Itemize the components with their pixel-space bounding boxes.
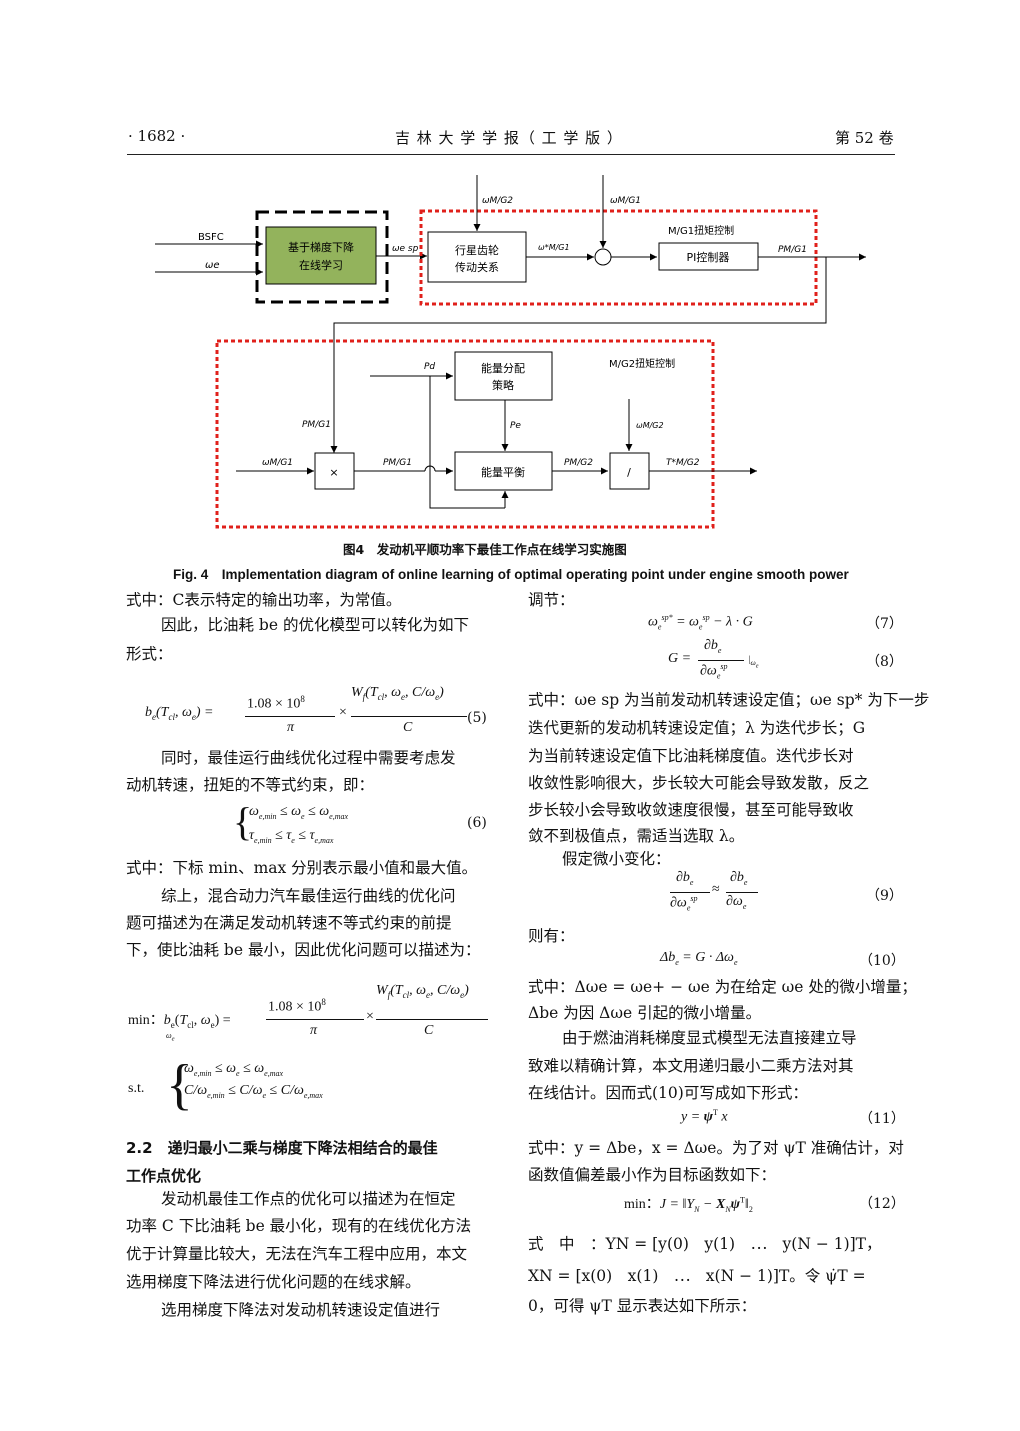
eq10-number: （10） <box>859 953 905 969</box>
page-number: · 1682 · <box>128 127 186 145</box>
alloc-label-2: 策略 <box>492 378 514 392</box>
left-para-3a: 同时，最佳运行曲线优化过程中需要考虑发 <box>161 749 456 767</box>
right-para-8a: 式 中 ：YN = [y(0) y(1) ⋯ y(N − 1)]T， <box>528 1235 882 1253</box>
signal-pmg1-a: PM/G1 <box>302 420 331 430</box>
eq6-number: (6) <box>467 815 487 831</box>
right-para-2a: 式中：ωe sp 为当前发动机转速设定值；ωe sp* 为下一步 <box>528 691 930 709</box>
right-para-4: 则有： <box>528 927 575 945</box>
right-para-2f: 敛不到极值点，需适当选取 λ。 <box>528 827 745 845</box>
left-para-6a: 发动机最佳工作点的优化可以描述为在恒定 <box>161 1190 456 1208</box>
left-para-5c: 下，使比油耗 be 最小，因此优化问题可以描述为： <box>126 941 481 959</box>
right-para-8b: XN = [x(0) x(1) ⋯ x(N − 1)]T。令 ψ̇T = <box>528 1267 866 1285</box>
eq12-number: （12） <box>859 1196 905 1212</box>
right-para-5b: Δbe 为因 Δωe 引起的微小增量。 <box>528 1004 762 1022</box>
figure-caption-en: Fig. 4 Implementation diagram of online … <box>173 567 849 582</box>
input-we-label: ωe <box>205 260 220 271</box>
right-para-6b: 致难以精确计算，本文用递归最小二乘方法对其 <box>528 1057 854 1075</box>
signal-pmg1-out: PM/G1 <box>778 245 807 255</box>
section-heading-b: 工作点优化 <box>126 1167 202 1185</box>
equation-9: ∂be ∂ωesp ≈ ∂be ∂ωe <box>668 870 768 920</box>
divide-block <box>609 452 650 490</box>
equation-11: y = ψT x <box>681 1108 728 1125</box>
right-para-2b: 迭代更新的发动机转速设定值；λ 为迭代步长；G <box>528 719 866 737</box>
optimization-equation: min：be(Tcl, ωe) = ωe 1.08 × 108 π × Wf(T… <box>128 965 498 1125</box>
mg2-red-box <box>215 339 715 529</box>
signal-wmg1-ref: ω*M/G1 <box>538 243 570 252</box>
left-para-5a: 综上，混合动力汽车最佳运行曲线的优化问 <box>161 887 456 905</box>
input-bsfc-label: BSFC <box>198 232 224 243</box>
eq11-number: （11） <box>859 1111 905 1127</box>
equation-5: be(Tcl, ωe) = 1.08 × 108 π × Wf(Tcl, ωe,… <box>145 672 475 742</box>
alloc-label-1: 能量分配 <box>481 361 525 375</box>
signal-wmg1-in: ωM/G1 <box>262 458 293 468</box>
online-learning-dashed-box <box>255 210 389 304</box>
left-para-2a: 因此，比油耗 be 的优化模型可以转化为如下 <box>161 616 469 634</box>
right-para-1: 调节： <box>528 591 575 609</box>
volume-label: 第 52 卷 <box>835 129 894 147</box>
left-para-7: 选用梯度下降法对发动机转速设定值进行 <box>161 1301 441 1319</box>
equation-10: Δbe = G · Δωe <box>660 950 738 967</box>
left-para-5b: 题可描述为在满足发动机转速不等式约束的前提 <box>126 914 452 932</box>
eq9-number: （9） <box>866 888 903 904</box>
gear-label-2: 传动关系 <box>455 260 499 274</box>
right-para-3: 假定微小变化： <box>562 850 671 868</box>
left-para-6c: 优于计算量比较大，无法在汽车工程中应用，本文 <box>126 1245 468 1263</box>
left-para-6b: 功率 C 下比油耗 be 最小化，现有的在线优化方法 <box>126 1217 472 1235</box>
left-para-4: 式中：下标 min、max 分别表示最小值和最大值。 <box>126 859 478 877</box>
gradient-descent-block <box>265 226 377 285</box>
eq5-number: (5) <box>467 710 487 726</box>
gradient-descent-label-1: 基于梯度下降 <box>288 240 354 254</box>
left-para-2b: 形式： <box>126 645 173 663</box>
right-para-2d: 收敛性影响很大，步长较大可能会导致发散，反之 <box>528 774 870 792</box>
figure-caption-cn: 图4 发动机平顺功率下最佳工作点在线学习实施图 <box>343 542 627 557</box>
right-para-7a: 式中：y = Δbe，x = Δωe。为了对 ψT 准确估计，对 <box>528 1139 904 1157</box>
left-para-1: 式中：C表示特定的输出功率，为常值。 <box>126 591 402 609</box>
signal-wmg2-in: ωM/G2 <box>636 421 664 430</box>
right-para-6c: 在线估计。因而式(10)可写成如下形式： <box>528 1084 808 1102</box>
energy-balance-label: 能量平衡 <box>481 465 525 479</box>
multiply-symbol: × <box>329 466 338 479</box>
signal-wmg1-top: ωM/G1 <box>610 196 641 206</box>
mg2-control-label: M/G2扭矩控制 <box>609 357 675 370</box>
signal-pmg2: PM/G2 <box>564 458 593 468</box>
signal-wsp: ωe sp <box>392 244 419 254</box>
right-para-8c: 0，可得 ψT 显示表达如下所示： <box>528 1297 757 1315</box>
summing-junction <box>594 248 612 266</box>
energy-allocation-block <box>454 351 553 401</box>
right-para-6a: 由于燃油消耗梯度显式模型无法直接建立导 <box>562 1029 857 1047</box>
equation-12: min：J = ‖YN − XNψT‖2 <box>624 1195 753 1214</box>
energy-balance-block <box>454 451 553 491</box>
equation-8: G = ∂be ∂ωesp |ωe <box>668 638 759 681</box>
right-para-2c: 为当前转速设定值下比油耗梯度值。迭代步长对 <box>528 747 854 765</box>
header-rule <box>127 154 895 155</box>
signal-wmg2-top: ωM/G2 <box>482 196 513 206</box>
right-para-2e: 步长较小会导致收敛速度很慢，甚至可能导致收 <box>528 801 854 819</box>
right-para-7b: 函数值偏差最小作为目标函数如下： <box>528 1166 777 1184</box>
figure-4-diagram: BSFC ωe 基于梯度下降 在线学习 ωe sp 行星齿轮 传动关系 ωM/G… <box>155 175 866 529</box>
signal-pmg1-b: PM/G1 <box>383 458 412 468</box>
signal-pe: Pe <box>510 421 521 431</box>
gradient-descent-label-2: 在线学习 <box>299 258 343 272</box>
pi-controller-label: PI控制器 <box>687 250 730 264</box>
planetary-gear-block <box>427 231 527 283</box>
mg1-control-label: M/G1扭矩控制 <box>668 224 734 237</box>
divide-symbol: / <box>627 466 631 479</box>
left-para-6d: 选用梯度下降法进行优化问题的在线求解。 <box>126 1273 421 1291</box>
left-para-3b: 动机转速，扭矩的不等式约束，即： <box>126 776 375 794</box>
right-para-5a: 式中：Δωe = ωe+ − ωe 为在给定 ωe 处的微小增量； <box>528 978 917 996</box>
gear-label-1: 行星齿轮 <box>455 243 499 257</box>
equation-6: { ωe,min ≤ ωe ≤ ωe,max τe,min ≤ τe ≤ τe,… <box>233 799 349 845</box>
section-heading-a: 2.2 递归最小二乘与梯度下降法相结合的最佳 <box>126 1139 438 1157</box>
journal-title: 吉 林 大 学 学 报（ 工 学 版 ） <box>395 129 623 147</box>
pi-controller-block <box>658 242 759 271</box>
eq7-number: （7） <box>866 616 903 632</box>
eq8-number: （8） <box>866 654 903 670</box>
equation-7: ωesp* = ωesp − λ · G <box>648 613 753 632</box>
signal-pd: Pd <box>424 362 435 372</box>
signal-torque-out: T*M/G2 <box>666 458 700 468</box>
